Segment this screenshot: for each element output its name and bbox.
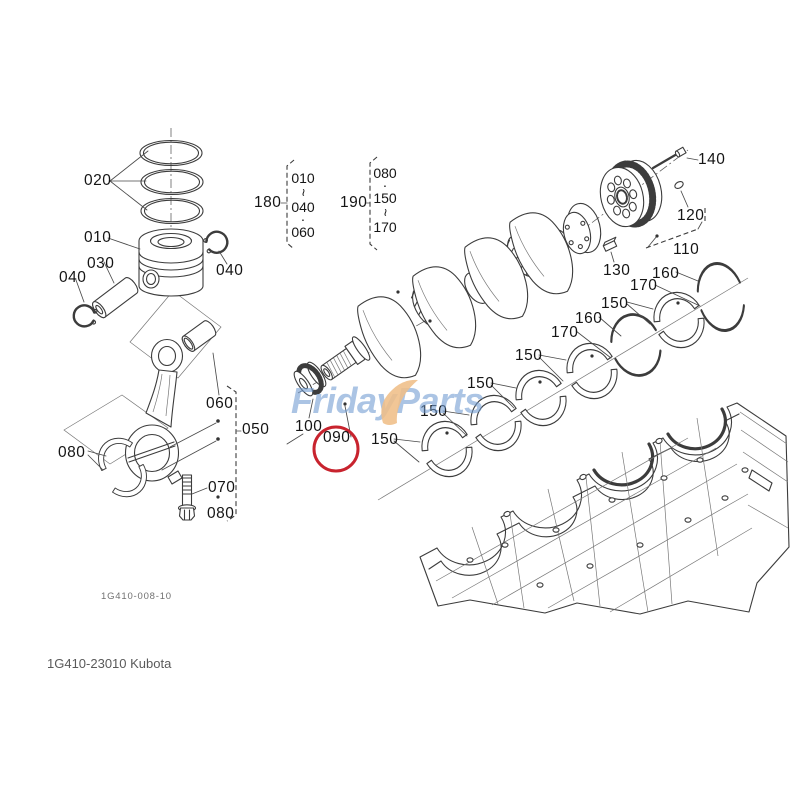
- group-item: 080: [373, 165, 397, 181]
- group-bracket-050: [226, 385, 237, 522]
- piston-group: [70, 139, 231, 352]
- group-item: 010: [291, 170, 315, 186]
- group-item: 060: [291, 224, 315, 240]
- group-180-items: 010 ~ 040 · 060: [290, 171, 316, 239]
- group-190-items: 080 · 150 ~ 170: [372, 166, 398, 234]
- engine-block-group: [419, 402, 790, 615]
- bearing-row-axis-line: [377, 277, 749, 501]
- group-bracket-180: [286, 159, 295, 250]
- highlight-circle-090: [312, 425, 360, 473]
- list-dot: ·: [300, 211, 306, 227]
- group-bracket-190: [369, 156, 378, 251]
- list-dot: ·: [382, 177, 388, 193]
- connecting-rod-group: [89, 338, 197, 521]
- assembly-leader-110: [645, 208, 706, 249]
- range-tilde: ~: [377, 208, 394, 217]
- crankshaft-group: [293, 146, 687, 397]
- leader-dots: [216, 234, 680, 499]
- group-item: 150: [373, 190, 397, 206]
- group-item: 170: [373, 219, 397, 235]
- leader-lines: [75, 150, 706, 522]
- drawing-code-text: 1G410-008-10: [101, 591, 172, 602]
- group-item: 040: [291, 199, 315, 215]
- range-tilde: ~: [295, 188, 312, 197]
- caption-text: 1G410-23010 Kubota: [47, 656, 172, 671]
